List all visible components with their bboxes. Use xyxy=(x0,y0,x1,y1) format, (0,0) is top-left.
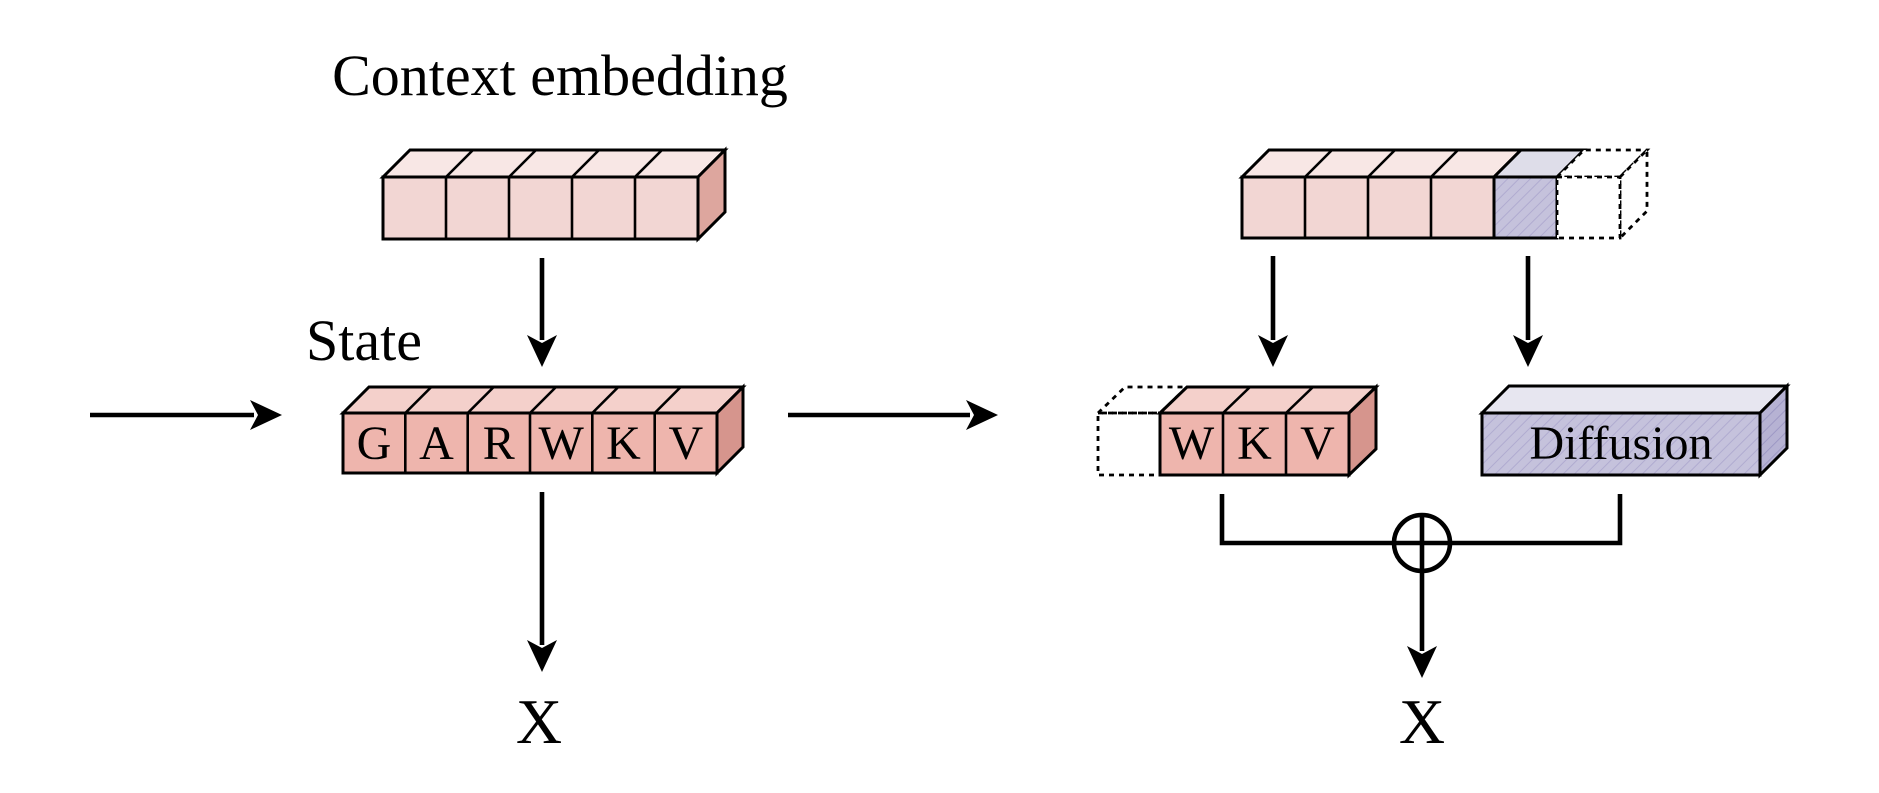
ghost-side-face xyxy=(1618,146,1649,242)
ghost-cell xyxy=(1553,146,1651,242)
arrow-down-icon xyxy=(1407,646,1437,678)
tensor-front-face xyxy=(381,175,700,241)
state-output-arrow xyxy=(788,400,998,430)
tensor-top-face xyxy=(1156,385,1380,415)
arrow-right-icon xyxy=(966,400,998,430)
tensor-cell-dividers xyxy=(1221,386,1314,475)
tensor-cell-dividers xyxy=(1303,149,1459,238)
arrow-down-icon xyxy=(527,335,557,367)
block-front-face xyxy=(1480,411,1762,477)
embedding-to-wkv-arrow xyxy=(1258,256,1288,367)
ghost-top-face xyxy=(1094,385,1191,415)
right-diagram: W K V Diffusion X xyxy=(1094,146,1791,757)
state-input-arrow xyxy=(90,400,282,430)
state-cell-letters: G A R W K V xyxy=(357,417,704,470)
state-cell-letter: W xyxy=(539,417,585,470)
state-cell-letter: A xyxy=(419,417,454,470)
right-output-label: X xyxy=(1399,686,1445,757)
wkv-cell-letters: W K V xyxy=(1169,417,1335,470)
state-label: State xyxy=(306,308,422,373)
wkv-cell-letter: W xyxy=(1169,417,1215,470)
embedding-to-diffusion-arrow xyxy=(1513,256,1543,367)
circled-plus-icon xyxy=(1391,512,1453,574)
wkv-cell-letter: K xyxy=(1237,417,1272,470)
wkv-tensor: W K V xyxy=(1094,383,1380,479)
tensor-cell-dividers xyxy=(403,386,682,473)
arrow-down-icon xyxy=(1513,335,1543,367)
state-cell-letter: K xyxy=(606,417,641,470)
tensor-cell-dividers xyxy=(444,149,663,239)
state-cell-letter: V xyxy=(668,417,703,470)
state-cell-letter: R xyxy=(483,417,515,470)
state-to-x-arrow xyxy=(527,492,557,672)
left-output-label: X xyxy=(516,686,562,757)
block-top-face xyxy=(1478,384,1791,415)
context-embedding-tensor xyxy=(379,146,729,243)
extended-embedding-tensor xyxy=(1238,146,1651,242)
sum-junction xyxy=(1219,494,1623,678)
left-diagram: Context embedding State xyxy=(90,43,998,757)
diffusion-token-cell xyxy=(1492,175,1559,240)
arrow-right-icon xyxy=(250,400,282,430)
sum-to-x-arrow xyxy=(1407,571,1437,678)
context-embedding-label: Context embedding xyxy=(332,43,788,108)
arrow-down-icon xyxy=(1258,335,1288,367)
context-to-state-arrow xyxy=(527,258,557,367)
tensor-top-face xyxy=(379,148,729,179)
diffusion-block: Diffusion xyxy=(1478,382,1791,479)
arrow-down-icon xyxy=(527,640,557,672)
wkv-cell-letter: V xyxy=(1300,417,1335,470)
diffusion-label: Diffusion xyxy=(1529,417,1712,470)
ghost-front-face xyxy=(1096,411,1162,477)
ghost-front-face xyxy=(1555,175,1622,240)
state-tensor: G A R W K V xyxy=(339,383,747,477)
tensor-front-face xyxy=(1158,411,1351,477)
state-cell-letter: G xyxy=(357,417,392,470)
